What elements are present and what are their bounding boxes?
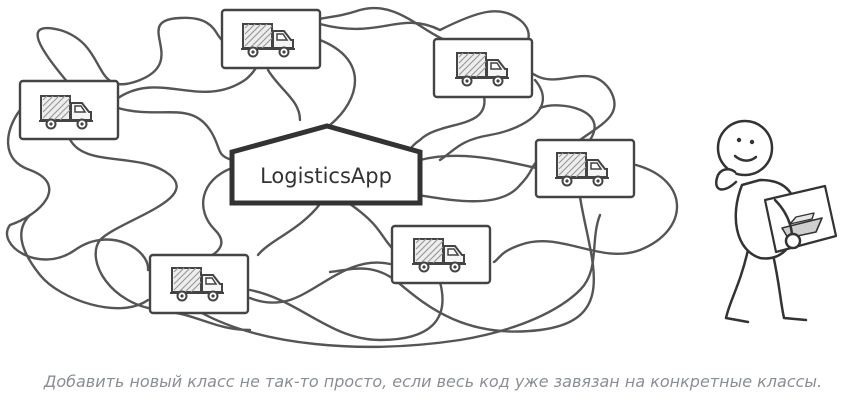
truck-node xyxy=(534,138,636,199)
truck-node xyxy=(390,224,492,285)
truck-node xyxy=(148,253,250,315)
truck-node xyxy=(220,8,322,70)
logistics-app-node: LogisticsApp xyxy=(229,123,423,206)
truck-node xyxy=(18,79,120,141)
ship-card xyxy=(763,184,838,254)
stick-figure xyxy=(715,119,838,324)
logistics-app-label: LogisticsApp xyxy=(260,164,392,188)
figure-caption: Добавить новый класс не так-то просто, е… xyxy=(43,372,823,391)
truck-node xyxy=(432,37,534,99)
diagram-canvas: LogisticsApp xyxy=(5,6,838,348)
